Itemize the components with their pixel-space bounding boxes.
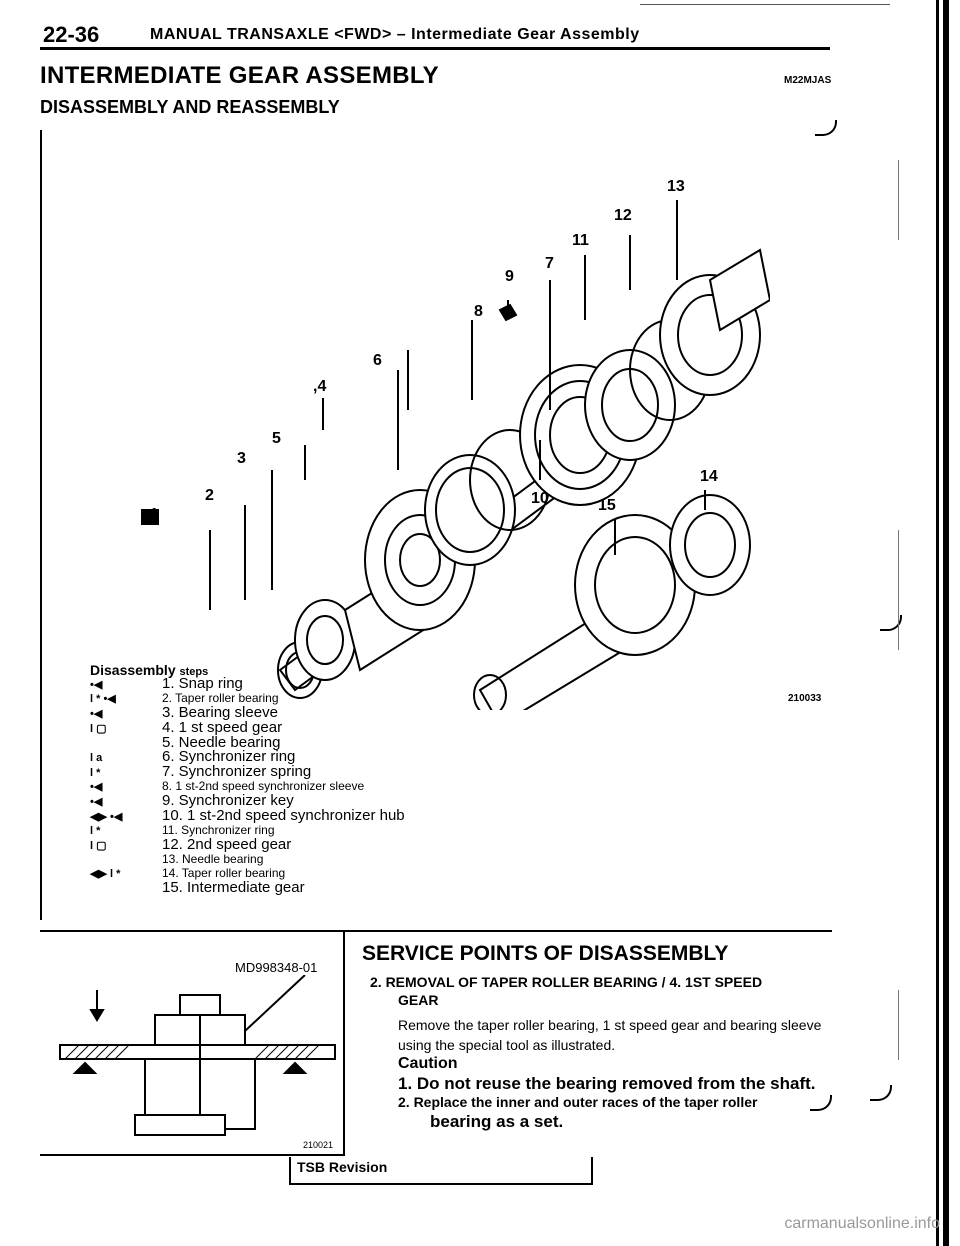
caution-item-2: 2. Replace the inner and outer races of … [398, 1094, 758, 1110]
step-item: •◀ 3. Bearing sleeve [90, 705, 278, 722]
step-marker: l ▢ [90, 723, 107, 735]
margin-tick [898, 160, 899, 240]
callout-7: 7 [545, 255, 554, 272]
step-item: l a 6. Synchronizer ring [90, 749, 295, 766]
margin-mark [870, 1085, 892, 1101]
step-marker: l * •◀ [90, 693, 116, 705]
service-point-body: Remove the taper roller bearing, 1 st sp… [398, 1017, 822, 1053]
diagram-figure-id: 210033 [788, 693, 822, 704]
step-text: 8. 1 st-2nd speed synchronizer sleeve [162, 779, 365, 793]
step-item: 15. Intermediate gear [90, 880, 305, 895]
binding-bar [936, 0, 939, 1246]
step-item: ◀▶ l * 14. Taper roller bearing [90, 866, 285, 882]
running-title: MANUAL TRANSAXLE <FWD> – Intermediate Ge… [150, 26, 640, 43]
callout-14: 14 [700, 468, 718, 485]
step-text: 7. Synchronizer spring [162, 763, 312, 780]
step-text: 2. Taper roller bearing [162, 691, 279, 705]
step-text: 14. Taper roller bearing [162, 866, 286, 880]
callout-10: 10 [531, 490, 549, 507]
step-item: ◀▶ •◀ 10. 1 st-2nd speed synchronizer hub [90, 808, 405, 825]
steps-title-suffix: steps [179, 666, 209, 678]
watermark: carmanualsonline.info [784, 1215, 940, 1232]
margin-mark [810, 1095, 832, 1111]
header-rule [40, 47, 830, 50]
callout-8: 8 [474, 303, 483, 320]
caution-item-2-cont: bearing as a set. [430, 1112, 564, 1131]
step-text: 12. 2nd speed gear [162, 836, 292, 853]
callout-2: 2 [205, 487, 214, 504]
step-item: •◀ 8. 1 st-2nd speed synchronizer sleeve [90, 779, 364, 795]
steps-title-main: Disassembly [90, 662, 176, 678]
step-item: 13. Needle bearing [90, 852, 263, 867]
step-item: l ▢ 12. 2nd speed gear [90, 837, 291, 854]
callout-3: 3 [237, 450, 246, 467]
tsb-revision-box: TSB Revision [289, 1157, 593, 1185]
step-marker: l ▢ [90, 840, 107, 852]
tool-label: MD998348-01 [235, 960, 318, 975]
step-text: 10. 1 st-2nd speed synchronizer hub [162, 807, 405, 824]
step-text: 1. Snap ring [162, 675, 243, 692]
callout-9: 9 [505, 268, 514, 285]
step-text: 6. Synchronizer ring [162, 748, 296, 765]
callout-4: ,4 [313, 378, 327, 395]
step-text: 4. 1 st speed gear [162, 719, 283, 736]
step-item: l ▢ 4. 1 st speed gear [90, 720, 282, 737]
margin-tick [898, 530, 899, 650]
bottom-left-rule [40, 1154, 345, 1156]
section-title: INTERMEDIATE GEAR ASSEMBLY [40, 62, 439, 89]
section-code: M22MJAS [784, 75, 832, 86]
step-marker: l * [90, 767, 101, 779]
steps-title: Disassembly steps [90, 662, 208, 678]
step-item: •◀ 1. Snap ring [90, 676, 243, 693]
service-points-title: SERVICE POINTS OF DISASSEMBLY [362, 942, 729, 965]
exploded-view-diagram [141, 200, 770, 710]
service-point-heading-line2: GEAR [398, 992, 439, 1008]
step-text: 13. Needle bearing [162, 852, 264, 866]
step-marker: ◀▶ l * [90, 868, 121, 880]
caution-label: Caution [398, 1055, 458, 1072]
margin-mark [815, 120, 837, 136]
step-text: 3. Bearing sleeve [162, 704, 278, 721]
tsb-revision-label: TSB Revision [297, 1159, 388, 1175]
bottom-section-rule [40, 930, 832, 932]
service-point-heading-line1: 2. REMOVAL OF TAPER ROLLER BEARING / 4. … [370, 974, 763, 990]
step-text: 15. Intermediate gear [162, 879, 305, 896]
step-item: l * •◀ 2. Taper roller bearing [90, 691, 279, 707]
step-text: 11. Synchronizer ring [162, 823, 275, 837]
step-marker: ◀▶ •◀ [90, 811, 123, 823]
section-subtitle: DISASSEMBLY AND REASSEMBLY [40, 97, 340, 117]
step-item: •◀ 9. Synchronizer key [90, 793, 294, 810]
page-number: 22-36 [43, 22, 100, 47]
step-marker: l a [90, 752, 103, 764]
step-text: 9. Synchronizer key [162, 792, 294, 809]
callout-11: 11 [572, 232, 589, 249]
step-marker: l * [90, 825, 101, 837]
step-text: 5. Needle bearing [162, 734, 281, 751]
tool-figure-id: 210021 [303, 1140, 334, 1150]
step-item: 5. Needle bearing [90, 735, 280, 750]
special-tool-figure [59, 975, 336, 1136]
callout-5: 5 [272, 430, 281, 447]
left-frame-line [40, 130, 42, 920]
step-marker: •◀ [90, 796, 103, 808]
callout-15: 15 [598, 497, 616, 514]
service-point-heading: 2. REMOVAL OF TAPER ROLLER BEARING / 4. … [370, 973, 830, 1009]
step-item: l * 11. Synchronizer ring [90, 823, 275, 839]
step-item: l * 7. Synchronizer spring [90, 764, 311, 781]
callout-13: 13 [667, 178, 685, 195]
margin-tick [898, 990, 899, 1060]
callout-12: 12 [614, 207, 632, 224]
binding-bar-thick [943, 0, 949, 1246]
top-rule [640, 4, 890, 5]
callout-1: 1 [150, 505, 159, 522]
callout-6: 6 [373, 352, 382, 369]
bottom-divider [343, 930, 345, 1156]
step-marker: •◀ [90, 781, 103, 793]
step-marker: •◀ [90, 679, 103, 691]
caution-item-1: 1. Do not reuse the bearing removed from… [398, 1074, 816, 1093]
step-marker: •◀ [90, 708, 103, 720]
